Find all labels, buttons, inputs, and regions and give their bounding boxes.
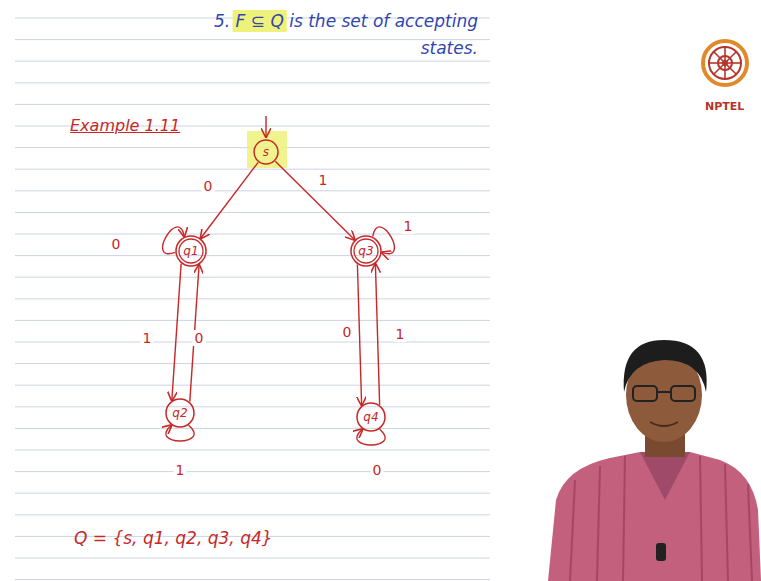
state-name: q3 [358,244,373,258]
accept-ring [179,239,203,263]
transition-symbol: 1 [141,330,154,346]
ruled-line [15,277,490,278]
ruled-line [15,363,490,364]
ruled-line [15,450,490,451]
transition-arrow [275,161,354,240]
transition-symbol: 0 [202,178,215,194]
ruled-line [15,39,490,40]
state-circle: q4 [356,402,386,432]
transition-arrow [172,264,181,401]
ruled-line [15,190,490,191]
definition-text: 5. F ⊆ Q is the set of accepting states. [196,8,478,62]
ruled-line [15,212,490,213]
transition-symbol: 0 [341,324,354,340]
transition-arrow [375,264,379,405]
state-ring [254,140,278,164]
transition-symbol: 0 [110,236,123,252]
state-name: q1 [183,244,198,258]
ruled-line [15,406,490,407]
ruled-line [15,428,490,429]
transition-arrow [201,162,258,238]
ruled-line [15,298,490,299]
state-circle: q2 [165,398,195,428]
ruled-line [15,579,490,580]
ruled-line [15,61,490,62]
ruled-line [15,342,490,343]
state-ring [357,403,385,431]
ruled-line [15,320,490,321]
state-circle: q3 [350,235,382,267]
state-ring [176,236,206,266]
ruled-line [15,234,490,235]
start-highlight [247,131,287,168]
transition-arrow [357,264,361,405]
state-name: q4 [363,410,378,424]
accept-ring [354,239,378,263]
ruled-line [15,255,490,256]
ruled-line [15,82,490,83]
ruled-line [15,493,490,494]
nptel-emblem [700,38,750,90]
transition-symbol: 0 [371,462,384,478]
logo-text: NPTEL [705,100,744,113]
state-set: Q = {s, q1, q2, q3, q4} [74,528,273,548]
transition-symbol: 1 [174,462,187,478]
state-ring [351,236,381,266]
ruled-line [15,104,490,105]
transition-symbol: 1 [394,326,407,342]
ruled-line [15,514,490,515]
state-circle: s [253,139,279,165]
ruled-line [15,558,490,559]
example-heading: Example 1.11 [70,116,180,135]
transition-symbol: 1 [402,218,415,234]
state-name: s [263,145,269,159]
start-arrow [265,116,266,137]
state-name: q2 [172,406,187,420]
ruled-line [15,471,490,472]
ruled-line [15,385,490,386]
state-ring [166,399,194,427]
transition-symbol: 0 [193,330,206,346]
state-circle: q1 [175,235,207,267]
transition-symbol: 1 [317,172,330,188]
